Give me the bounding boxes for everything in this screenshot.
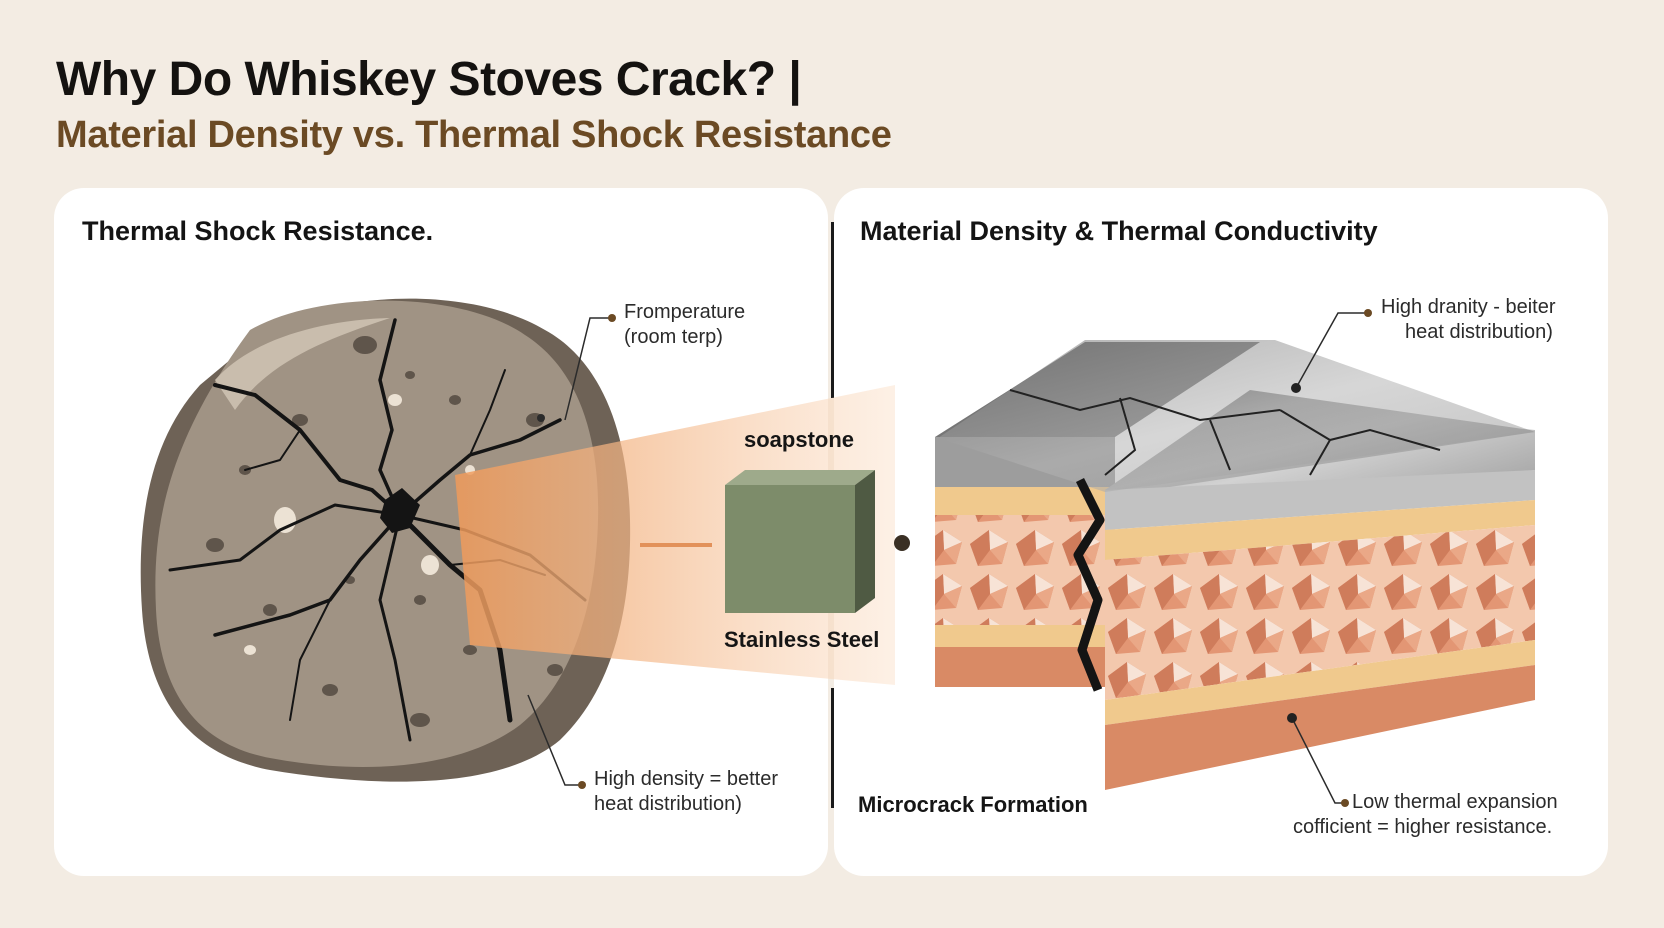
left-callout-dot-stone [537,414,545,422]
stone-crack-core [380,488,420,533]
stone-pores [206,336,563,727]
right-callout-bottom-line1: Low thermal expansion [1352,791,1558,813]
right-callout-bottom-line2: cofficient = higher resistance. [1293,816,1553,838]
right-callout-dot-surface [1291,383,1301,393]
panel-divider-top [831,222,834,398]
panel-divider-bottom [831,688,834,808]
stainless-steel-label: Stainless Steel [724,627,880,652]
page-title: Why Do Whiskey Stoves Crack? | [56,53,802,106]
soapstone-cube [725,470,875,613]
right-callout-top-line1: High dranity - beiter [1381,296,1556,318]
left-callout-lines [527,317,612,786]
left-callout-bottom-line1: High density = better [594,768,778,790]
right-callout-top-line2: heat distribution) [1405,321,1553,343]
left-callout-dot-top [608,314,616,322]
right-callout-dot-top [1364,309,1372,317]
right-callout-dot-bottom [1341,799,1349,807]
cracked-stone-illustration [140,298,631,782]
left-callout-bottom-line2: heat distribution) [594,793,742,815]
left-panel-heading: Thermal Shock Resistance. [82,216,434,246]
stone-light-flecks [244,394,475,655]
layered-material-block [935,340,1535,790]
page-subtitle: Material Density vs. Thermal Shock Resis… [56,114,892,156]
stone-highlight [215,318,390,410]
right-panel-heading: Material Density & Thermal Conductivity [860,216,1378,246]
left-callout-top-line1: Fromperature [624,301,746,323]
left-callout-top-line2: (room terp) [624,326,723,348]
connector-dot [894,535,910,551]
left-callout-dot-bottom [578,781,586,789]
microcrack-formation-label: Microcrack Formation [858,792,1088,817]
right-callout-dot-block [1287,713,1297,723]
soapstone-label: soapstone [744,427,855,452]
